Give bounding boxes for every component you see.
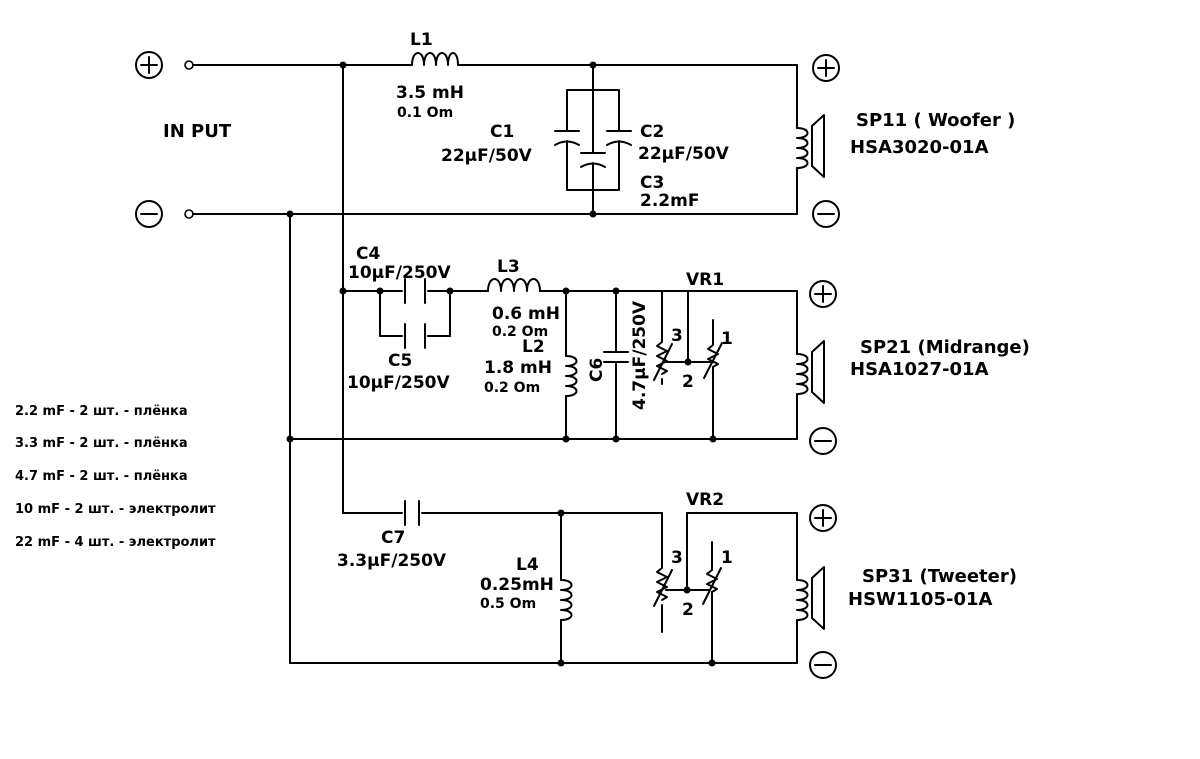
note-line: 22 mF - 4 шт. - электролит	[15, 535, 216, 550]
tweeter-speaker-name: SP31 (Tweeter)	[862, 566, 1017, 587]
inductor-l4	[560, 512, 573, 664]
inductor-l1	[411, 52, 459, 66]
note-line: 2.2 mF - 2 шт. - плёнка	[15, 404, 188, 419]
vr1-name: VR1	[686, 270, 724, 290]
input-label: IN PUT	[163, 121, 232, 142]
c4-name: C4	[356, 244, 380, 264]
l3-resistance: 0.2 Om	[492, 324, 548, 340]
note-line: 3.3 mF - 2 шт. - плёнка	[15, 436, 188, 451]
woofer-speaker-name: SP11 ( Woofer )	[856, 110, 1015, 131]
tweeter-plus-terminal	[809, 504, 837, 532]
attenuator-vr2	[653, 512, 798, 664]
inductor-l3	[487, 278, 541, 292]
c3-name: C3	[640, 173, 664, 193]
c7-value: 3.3µF/250V	[337, 551, 447, 571]
woofer-minus-terminal	[812, 200, 840, 228]
l4-name: L4	[516, 555, 539, 575]
midrange-speaker-name: SP21 (Midrange)	[860, 337, 1030, 358]
l1-resistance: 0.1 Om	[397, 105, 453, 121]
l1-value: 3.5 mH	[396, 83, 464, 103]
input-minus-terminal	[135, 200, 194, 228]
input-plus-terminal	[135, 51, 194, 79]
woofer-plus-terminal	[812, 54, 840, 82]
l3-value: 0.6 mH	[492, 304, 560, 324]
c1-name: C1	[490, 122, 514, 142]
tweeter-minus-terminal	[809, 651, 837, 679]
c2-name: C2	[640, 122, 664, 142]
capacitor-c6	[603, 290, 629, 440]
c5-name: C5	[388, 351, 412, 371]
l2-value: 1.8 mH	[484, 358, 552, 378]
l4-resistance: 0.5 Om	[480, 596, 536, 612]
vr2-pin3: 3	[671, 548, 683, 568]
c1-value: 22µF/50V	[441, 146, 533, 166]
component-notes: 2.2 mF - 2 шт. - плёнка 3.3 mF - 2 шт. -…	[15, 404, 216, 550]
c3-value: 2.2mF	[640, 191, 699, 211]
capacitor-c4	[404, 278, 426, 304]
note-line: 10 mF - 2 шт. - электролит	[15, 502, 216, 517]
vr1-pin2: 2	[682, 372, 694, 392]
vr2-pin1: 1	[721, 548, 733, 568]
midrange-plus-terminal	[809, 280, 837, 308]
l4-value: 0.25mH	[480, 575, 554, 595]
capacitor-c7	[404, 500, 420, 526]
midrange-speaker-model: HSA1027-01A	[850, 359, 989, 380]
tweeter-speaker-model: HSW1105-01A	[848, 589, 993, 610]
woofer-speaker-model: HSA3020-01A	[850, 137, 989, 158]
c4-value: 10µF/250V	[348, 263, 451, 283]
vr2-pin2: 2	[682, 600, 694, 620]
inductor-l2	[565, 290, 578, 440]
c7-name: C7	[381, 528, 405, 548]
c6-value: 4.7µF/250V	[630, 300, 650, 410]
attenuator-vr1	[653, 290, 798, 440]
midrange-minus-terminal	[809, 427, 837, 455]
l2-name: L2	[522, 337, 545, 357]
c6-name: C6	[587, 358, 607, 382]
l2-resistance: 0.2 Om	[484, 380, 540, 396]
capacitor-c5	[404, 323, 426, 349]
vr1-pin1: 1	[721, 329, 733, 349]
l1-name: L1	[410, 30, 433, 50]
l3-name: L3	[497, 257, 520, 277]
note-line: 4.7 mF - 2 шт. - плёнка	[15, 469, 188, 484]
woofer-capacitor-network	[554, 64, 632, 215]
tweeter-speaker	[796, 512, 825, 664]
vr1-pin3: 3	[671, 326, 683, 346]
c2-value: 22µF/50V	[638, 144, 730, 164]
c5-value: 10µF/250V	[347, 373, 450, 393]
midrange-speaker	[796, 290, 825, 440]
woofer-speaker	[796, 64, 825, 215]
vr2-name: VR2	[686, 490, 724, 510]
